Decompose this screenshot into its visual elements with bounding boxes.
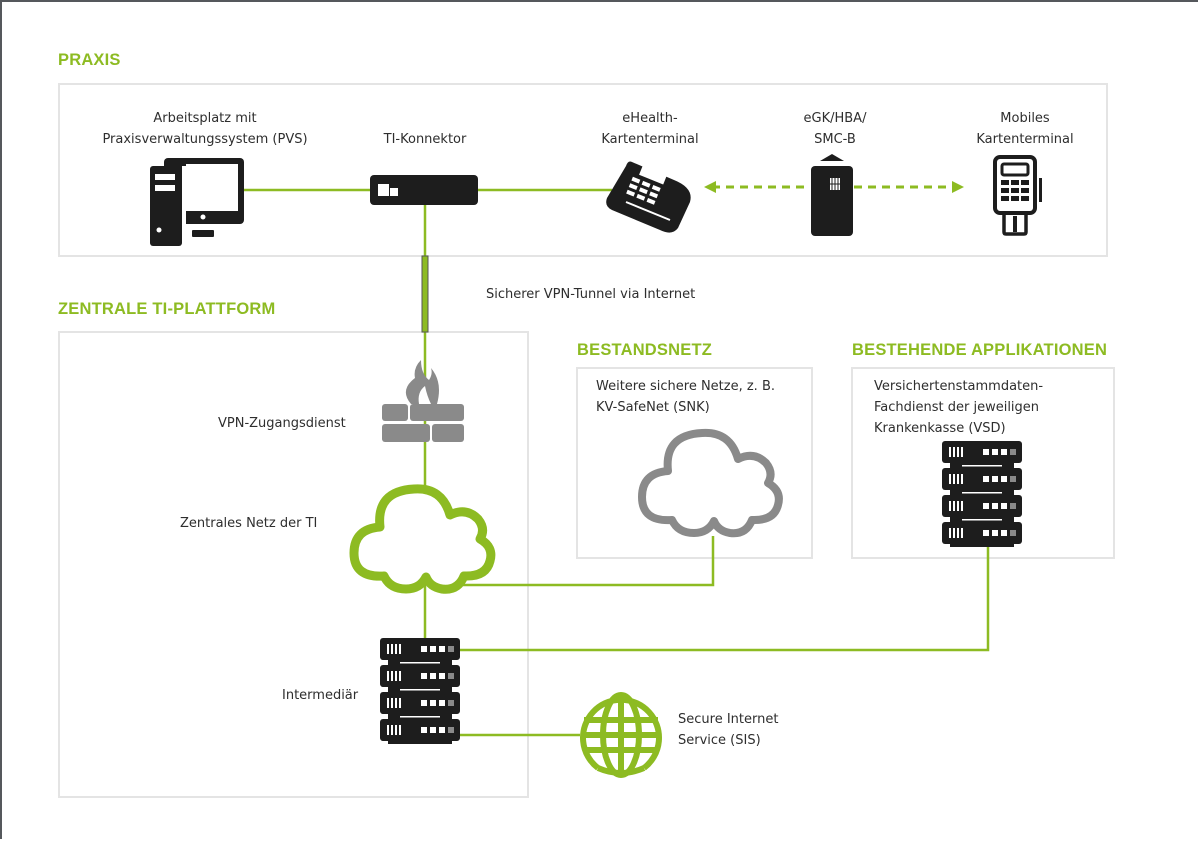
mobile-terminal-icon bbox=[993, 155, 1042, 236]
section-title-zentrale: ZENTRALE TI-PLATTFORM bbox=[58, 300, 276, 318]
firewall-icon bbox=[382, 360, 464, 442]
bestandsnetz-label-line1: Weitere sichere Netze, z. B. bbox=[596, 379, 775, 394]
vpn-tunnel-segment bbox=[421, 255, 429, 333]
card-label: eGK/HBA/ SMC-B bbox=[770, 108, 900, 150]
line-intermediaer-vsd bbox=[460, 545, 990, 652]
desktop-computer-icon bbox=[150, 158, 244, 246]
section-title-praxis: PRAXIS bbox=[58, 51, 121, 69]
sis-label-line1: Secure Internet bbox=[678, 712, 779, 727]
section-title-bestandsnetz: BESTANDSNETZ bbox=[577, 341, 713, 359]
workstation-label: Arbeitsplatz mit Praxisverwaltungssystem… bbox=[80, 108, 330, 150]
applikationen-label-line3: Krankenkasse (VSD) bbox=[874, 421, 1006, 436]
sis-label-line2: Service (SIS) bbox=[678, 733, 761, 748]
smart-card-icon bbox=[811, 154, 853, 236]
card-terminal-icon bbox=[606, 161, 691, 233]
central-net-label: Zentrales Netz der TI bbox=[180, 516, 318, 531]
card-label-line1: eGK/HBA/ bbox=[803, 111, 867, 126]
section-title-applikationen: BESTEHENDE APPLIKATIONEN bbox=[852, 341, 1108, 359]
server-rack-icon bbox=[380, 638, 460, 744]
card-terminal-label-line2: Kartenterminal bbox=[601, 132, 699, 147]
vpn-tunnel-label: Sicherer VPN-Tunnel via Internet bbox=[486, 287, 696, 302]
globe-icon bbox=[580, 692, 662, 778]
applikationen-label: Versichertenstammdaten- Fachdienst der j… bbox=[874, 376, 1043, 439]
intermediaer-label: Intermediär bbox=[282, 688, 359, 703]
card-label-line2: SMC-B bbox=[814, 132, 856, 147]
connector-box-icon bbox=[370, 175, 478, 205]
card-terminal-label-line1: eHealth- bbox=[622, 111, 678, 126]
bestandsnetz-label: Weitere sichere Netze, z. B. KV-SafeNet … bbox=[596, 376, 775, 418]
mobile-terminal-label-line1: Mobiles bbox=[1000, 111, 1050, 126]
applikationen-label-line1: Versichertenstammdaten- bbox=[874, 379, 1044, 394]
mobile-terminal-label-line2: Kartenterminal bbox=[976, 132, 1074, 147]
cloud-icon bbox=[349, 484, 496, 594]
arrow-left-icon bbox=[704, 181, 716, 193]
card-terminal-label: eHealth- Kartenterminal bbox=[580, 108, 720, 150]
sis-label: Secure Internet Service (SIS) bbox=[678, 709, 778, 751]
cloud-icon bbox=[638, 428, 783, 538]
line-cloud-bestandsnetz bbox=[460, 536, 715, 587]
mobile-terminal-label: Mobiles Kartenterminal bbox=[955, 108, 1095, 150]
bestandsnetz-label-line2: KV-SafeNet (SNK) bbox=[596, 400, 710, 415]
arrow-right-icon bbox=[952, 181, 964, 193]
server-rack-icon bbox=[942, 441, 1022, 547]
applikationen-label-line2: Fachdienst der jeweiligen bbox=[874, 400, 1040, 415]
workstation-label-line1: Arbeitsplatz mit bbox=[153, 111, 257, 126]
connector-label: TI-Konnektor bbox=[383, 132, 467, 147]
workstation-label-line2: Praxisverwaltungssystem (PVS) bbox=[102, 132, 308, 147]
vpn-access-label: VPN-Zugangsdienst bbox=[218, 416, 346, 431]
